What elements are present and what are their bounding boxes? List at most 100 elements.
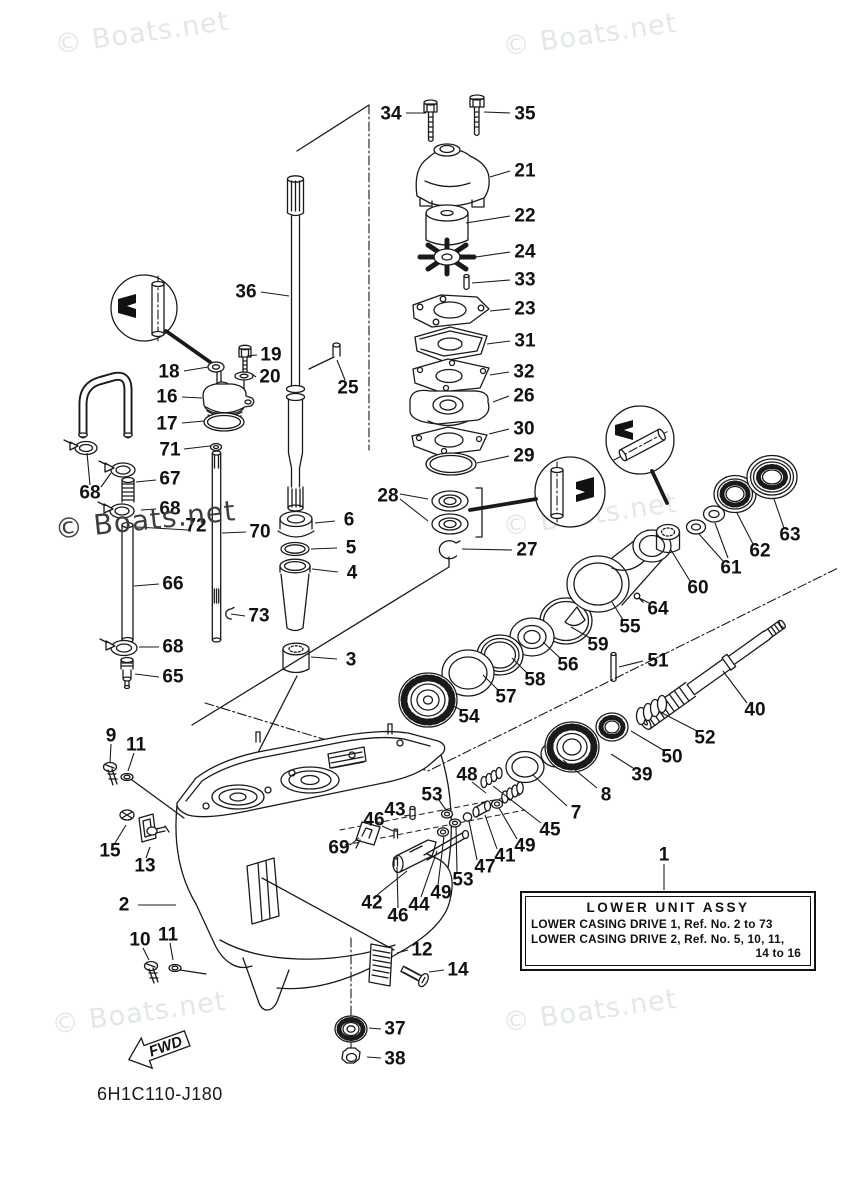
- leader-line-50: [630, 730, 664, 751]
- leader-line-48: [471, 781, 487, 794]
- leader-line-19: [246, 354, 258, 357]
- leader-line-56: [542, 641, 561, 659]
- leader-line-62: [736, 512, 754, 545]
- callout-19: 19: [260, 345, 281, 366]
- leader-line-67: [135, 479, 157, 483]
- leader-line-25: [336, 359, 346, 381]
- leader-line-69: [349, 837, 360, 846]
- leader-line-4: [311, 568, 339, 573]
- leader-line-17: [181, 420, 205, 424]
- water-pump-group: [409, 94, 490, 560]
- leader-line-11: [169, 942, 174, 961]
- leader-line-36: [260, 291, 290, 297]
- callout-53: 53: [421, 785, 442, 806]
- leader-line-9: [109, 743, 112, 764]
- leader-line-60: [670, 549, 691, 582]
- bearing-carrier-group: [564, 454, 798, 627]
- left-fasteners: [102, 761, 207, 984]
- callout-2: 2: [119, 895, 130, 916]
- callout-23: 23: [514, 299, 535, 320]
- leader-line-40: [722, 670, 748, 704]
- callout-27: 27: [516, 540, 537, 561]
- leader-line-22: [465, 215, 511, 224]
- leader-line-53: [438, 799, 447, 811]
- leader-line-66: [133, 583, 160, 587]
- callout-57: 57: [495, 687, 516, 708]
- info-box-title: LOWER UNIT ASSY: [586, 900, 750, 915]
- callout-68: 68: [162, 637, 183, 658]
- leader-line-53: [455, 826, 458, 873]
- leader-line-39: [610, 753, 634, 769]
- callout-17: 17: [156, 414, 177, 435]
- leader-line-27: [461, 548, 513, 551]
- leader-line-24: [475, 251, 511, 258]
- info-box-line-2: LOWER CASING DRIVE 2, Ref. No. 5, 10, 11…: [531, 931, 785, 946]
- callout-16: 16: [156, 387, 177, 408]
- seal-housing-group: [202, 344, 255, 452]
- callout-7: 7: [571, 803, 582, 824]
- callout-68: 68: [79, 483, 100, 504]
- leader-line-70: [221, 531, 247, 534]
- leader-line-68: [86, 452, 91, 486]
- leader-line-54: [447, 702, 462, 711]
- callout-67: 67: [159, 469, 180, 490]
- bushing-column: [277, 510, 315, 674]
- info-box-line-1: LOWER CASING DRIVE 1, Ref. No. 2 to 73: [531, 917, 773, 931]
- detail-circle-pin-clip-3: [605, 405, 675, 505]
- leader-line-51: [618, 660, 644, 668]
- callout-18: 18: [158, 362, 179, 383]
- callout-31: 31: [514, 331, 536, 352]
- callout-72: 72: [185, 516, 206, 537]
- leader-line-26: [492, 395, 510, 403]
- callout-56: 56: [557, 655, 578, 676]
- shift-rod-group: [211, 450, 235, 643]
- callout-28: 28: [377, 486, 398, 507]
- callout-9: 9: [106, 726, 117, 747]
- leader-line-5: [310, 547, 338, 550]
- callout-1: 1: [659, 845, 670, 866]
- callout-26: 26: [513, 386, 534, 407]
- leader-line-16: [181, 396, 203, 399]
- callout-58: 58: [524, 670, 545, 691]
- callout-15: 15: [99, 841, 121, 862]
- callout-51: 51: [647, 651, 669, 672]
- water-tube-group: [63, 371, 138, 690]
- callout-20: 20: [259, 367, 280, 388]
- leader-line-58: [511, 657, 528, 674]
- leader-line-46: [396, 866, 399, 909]
- detail-circle-pin-clip-2: [468, 456, 606, 528]
- callout-42: 42: [361, 893, 382, 914]
- detail-circle-pin-clip-1: [110, 274, 212, 364]
- callout-24: 24: [514, 242, 536, 263]
- callout-63: 63: [779, 525, 800, 546]
- callout-49: 49: [514, 836, 535, 857]
- callout-3: 3: [346, 650, 357, 671]
- callout-47: 47: [474, 857, 495, 878]
- callout-46: 46: [387, 906, 408, 927]
- callout-55: 55: [619, 617, 641, 638]
- leader-line-68: [140, 508, 157, 511]
- callout-32: 32: [513, 362, 534, 383]
- leader-line-8: [562, 759, 598, 789]
- callout-12: 12: [411, 940, 432, 961]
- leader-line-30: [488, 428, 510, 435]
- callout-11: 11: [126, 735, 147, 756]
- callout-49: 49: [430, 883, 451, 904]
- leader-line-73: [230, 613, 246, 617]
- leader-line-42: [376, 870, 408, 896]
- leader-line-46: [381, 825, 394, 832]
- callout-33: 33: [514, 270, 535, 291]
- leader-line-32: [489, 371, 510, 376]
- callout-8: 8: [601, 785, 612, 806]
- callout-22: 22: [514, 206, 535, 227]
- leader-line-6: [314, 520, 336, 524]
- leader-line-59: [570, 626, 591, 639]
- callout-40: 40: [744, 700, 765, 721]
- leader-line-71: [183, 445, 211, 450]
- leader-line-52: [661, 712, 698, 732]
- callout-60: 60: [687, 578, 708, 599]
- callout-34: 34: [380, 104, 402, 125]
- callout-54: 54: [458, 707, 480, 728]
